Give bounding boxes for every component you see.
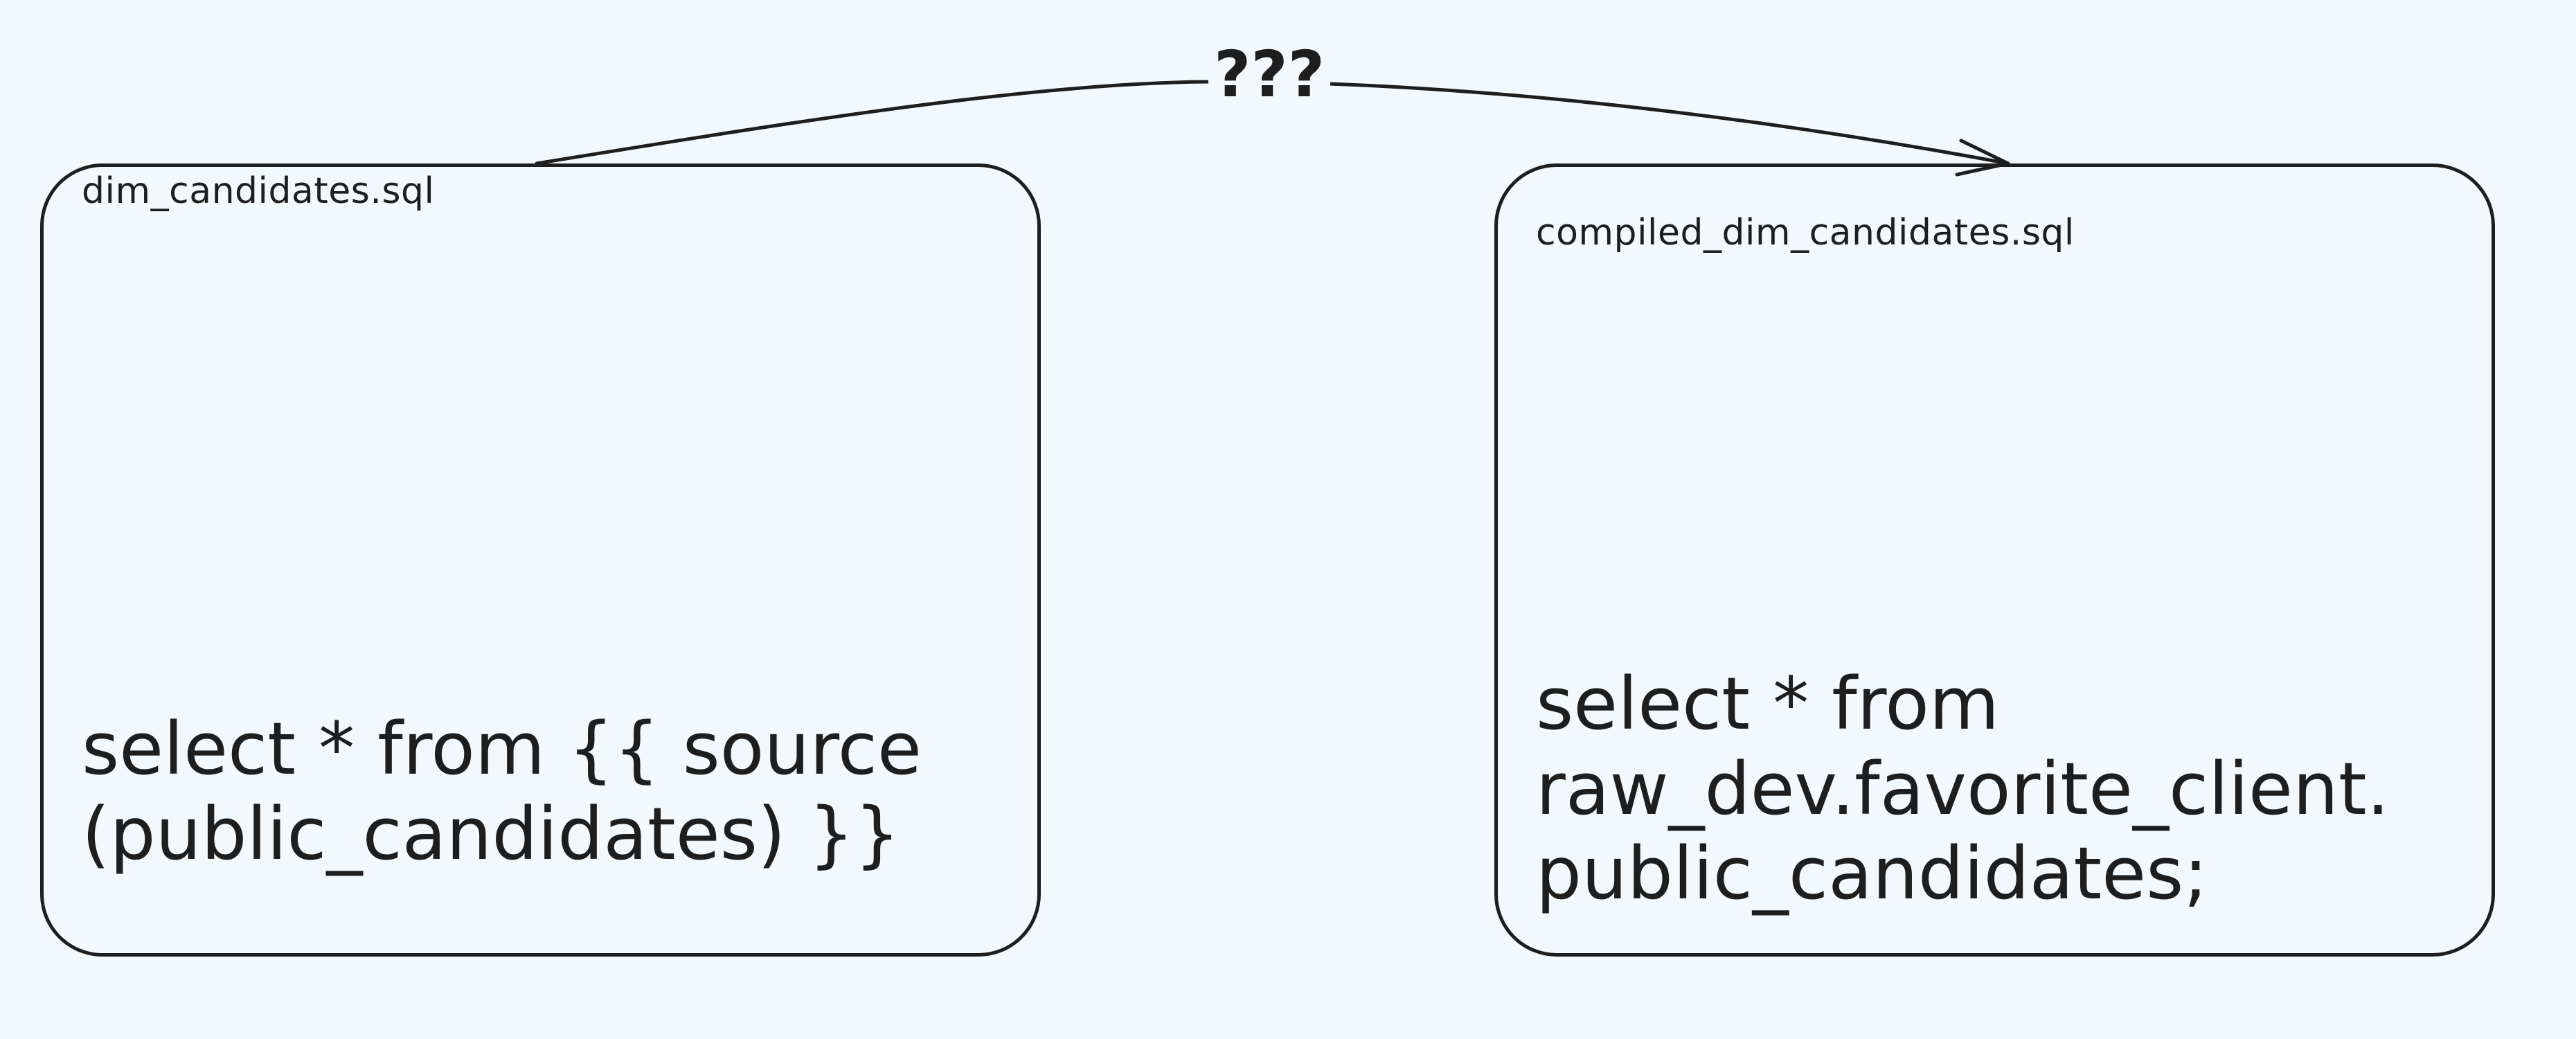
source-file-box (40, 163, 1041, 957)
compiled-file-box (1494, 163, 2495, 957)
source-code: select * from {{ source (public_candidat… (82, 707, 922, 876)
compiled-code-line: select * from (1536, 661, 2000, 746)
compiled-code-line: raw_dev.favorite_client. (1536, 746, 2390, 831)
compiled-filename: compiled_dim_candidates.sql (1536, 212, 2075, 254)
source-code-line: (public_candidates) }} (82, 791, 900, 876)
source-code-line: select * from {{ source (82, 707, 922, 791)
compiled-code: select * from raw_dev.favorite_client. p… (1536, 661, 2390, 916)
source-filename: dim_candidates.sql (82, 170, 435, 212)
compiled-code-line: public_candidates; (1536, 831, 2208, 916)
edge-label: ??? (1208, 43, 1331, 107)
